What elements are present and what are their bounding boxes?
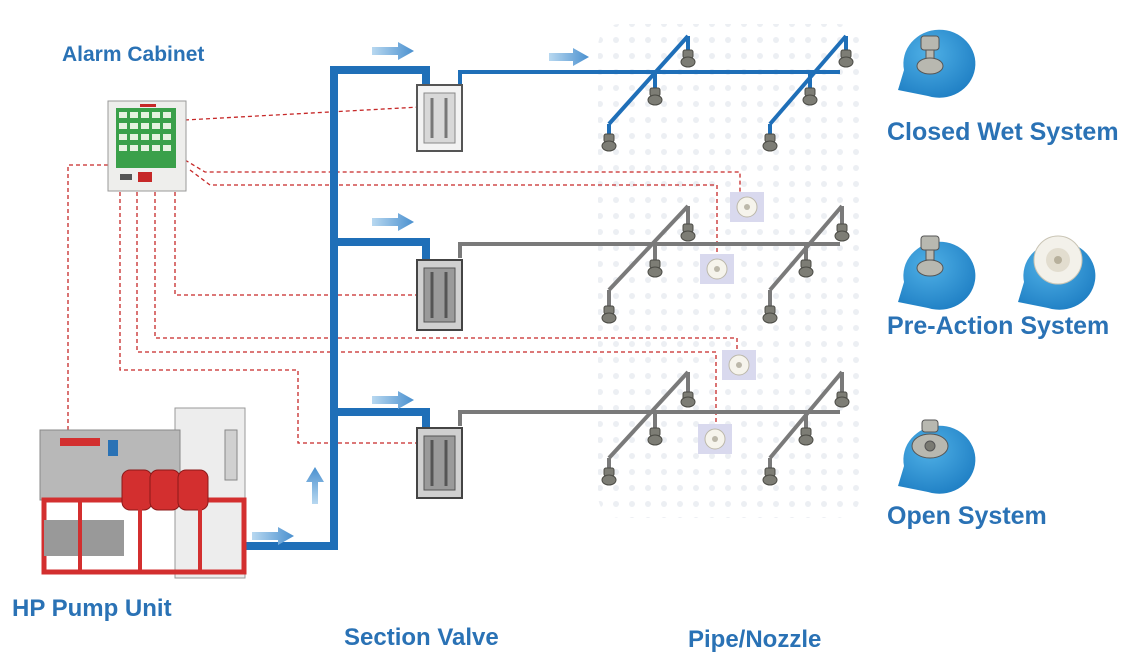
nozzle-icon [802, 87, 818, 106]
nozzle-icon [601, 305, 617, 324]
nozzle-icon [680, 49, 696, 68]
smoke-detector-icon [730, 192, 764, 222]
nozzle-icon [647, 259, 663, 278]
nozzle-icon [916, 235, 944, 277]
open-nozzle-bubble [898, 419, 976, 494]
nozzle-icon [680, 391, 696, 408]
signal-line-detector-2 [189, 169, 718, 255]
flow-arrow-icon [372, 42, 414, 60]
open-branch-pipes [458, 370, 844, 468]
nozzle-icon [838, 49, 854, 68]
hp-pump-unit-label: HP Pump Unit [12, 595, 172, 622]
signal-line-detector-1 [184, 159, 741, 192]
nozzle-icon [916, 35, 944, 75]
nozzle-icon [762, 305, 778, 324]
nozzle-icon [647, 87, 663, 106]
nozzle-icon [601, 133, 617, 152]
section-valve-icon [416, 259, 463, 331]
nozzle-icon [647, 427, 663, 446]
system-bubbles [898, 29, 1096, 494]
closed-wet-branch-pipes [458, 34, 848, 134]
section-valve-label: Section Valve [344, 624, 499, 651]
pre-action-branch-pipes [458, 204, 844, 306]
flow-arrows [252, 42, 589, 545]
open-system-label: Open System [887, 502, 1047, 530]
smoke-detector-icon [700, 254, 734, 284]
signal-line-valve-2 [174, 192, 420, 296]
nozzles [601, 49, 854, 486]
signal-lines [67, 106, 741, 445]
signal-line-detector-3 [154, 192, 738, 352]
flow-arrow-icon [549, 48, 589, 66]
signal-line-pump [67, 164, 108, 445]
pre-action-detector-bubble [1018, 235, 1096, 310]
nozzle-icon [834, 391, 850, 408]
section-valves [416, 84, 463, 499]
main-pipe [238, 66, 430, 550]
nozzle-icon [834, 223, 850, 242]
alarm-cabinet-icon [107, 100, 187, 192]
nozzle-icon [798, 259, 814, 278]
smoke-detector-icon [1033, 235, 1083, 285]
nozzle-icon [762, 133, 778, 152]
flow-arrow-icon [372, 391, 414, 409]
section-valve-icon [416, 84, 463, 152]
section-valve-icon [416, 427, 463, 499]
smoke-detector-icon [722, 350, 756, 380]
nozzle-icon [601, 467, 617, 486]
closed-wet-system-label: Closed Wet System [887, 118, 1119, 146]
detectors [698, 192, 764, 454]
nozzle-icon [680, 223, 696, 242]
alarm-cabinet-label: Alarm Cabinet [62, 43, 205, 66]
signal-line-detector-4 [136, 192, 717, 428]
nozzle-icon [911, 419, 949, 459]
flow-arrow-icon [252, 527, 294, 545]
pre-action-system-label: Pre-Action System [887, 312, 1110, 340]
closed-wet-nozzle-bubble [898, 29, 976, 98]
flow-arrow-icon [306, 467, 324, 504]
nozzle-icon [762, 467, 778, 486]
signal-line-valve-1 [184, 106, 421, 121]
pump-unit-icon [39, 407, 247, 579]
pre-action-nozzle-bubble [898, 235, 976, 310]
pipe-nozzle-label: Pipe/Nozzle [688, 626, 822, 653]
nozzle-icon [798, 427, 814, 446]
flow-arrow-icon [372, 213, 414, 231]
smoke-detector-icon [698, 424, 732, 454]
signal-line-valve-3 [119, 192, 420, 444]
